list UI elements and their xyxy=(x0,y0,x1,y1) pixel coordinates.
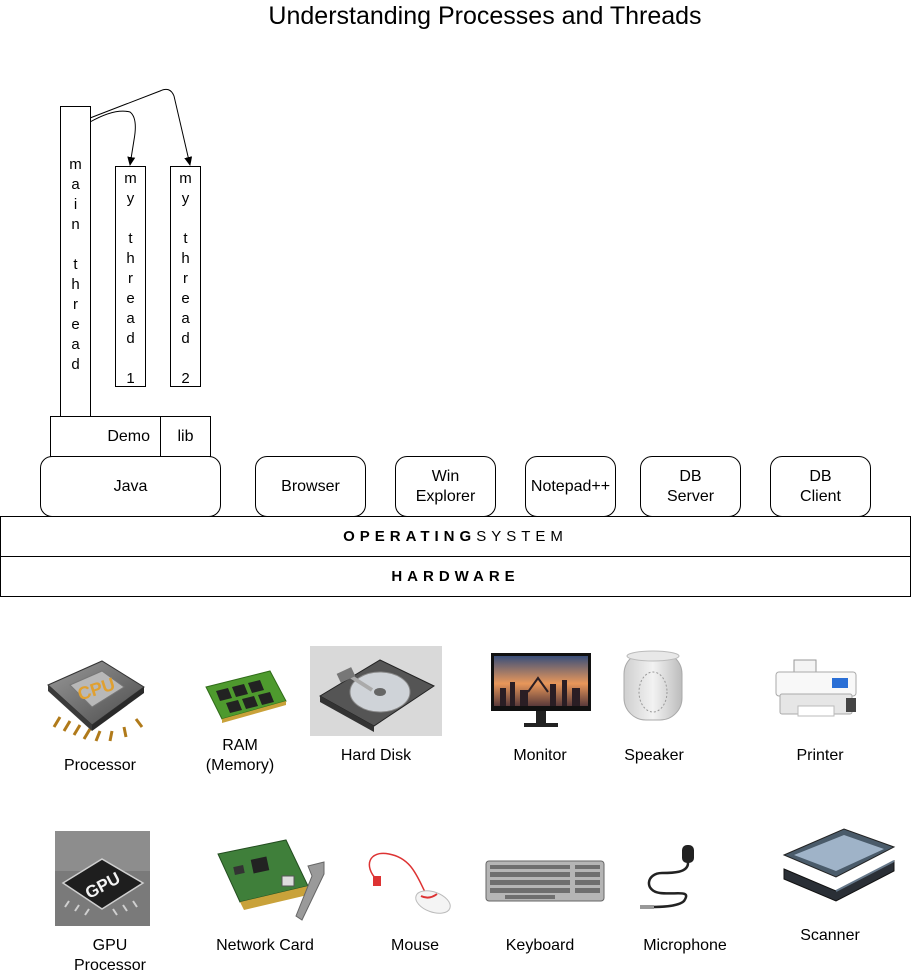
main-thread-box: m a i n t h r e a d xyxy=(60,106,91,418)
label-hard-disk: Hard Disk xyxy=(316,746,436,766)
speaker-icon xyxy=(620,648,686,724)
label-microphone: Microphone xyxy=(625,936,745,956)
label-processor: Processor xyxy=(40,756,160,776)
microphone-icon xyxy=(638,843,708,915)
hardware-layer: HARDWARE xyxy=(0,556,911,597)
label-keyboard: Keyboard xyxy=(480,936,600,956)
app-db-client: DB Client xyxy=(770,456,871,517)
main-thread-label: m a i n t h r e a d xyxy=(69,155,82,417)
hard-disk-icon xyxy=(310,646,442,736)
demo-label: Demo xyxy=(107,428,150,446)
demo-box: Demo xyxy=(50,416,161,457)
my-thread-1-box: m y t h r e a d 1 xyxy=(115,166,146,387)
lib-label: lib xyxy=(177,428,193,446)
network-card-icon xyxy=(212,836,328,922)
ram-module-icon xyxy=(200,665,290,725)
app-browser-label: Browser xyxy=(281,477,340,497)
label-ram: RAM (Memory) xyxy=(180,736,300,776)
label-scanner: Scanner xyxy=(770,926,890,946)
app-java: Java xyxy=(40,456,221,517)
label-network-card: Network Card xyxy=(205,936,325,956)
my-thread-2-label: m y t h r e a d 2 xyxy=(179,169,192,386)
app-java-label: Java xyxy=(114,477,148,497)
label-printer: Printer xyxy=(760,746,880,766)
app-win-explorer-label: Win Explorer xyxy=(416,467,476,507)
lib-box: lib xyxy=(160,416,211,457)
label-speaker: Speaker xyxy=(594,746,714,766)
arrow-to-thread-2 xyxy=(90,89,190,165)
os-label-bold: OPERATING xyxy=(343,528,476,545)
app-db-server: DB Server xyxy=(640,456,741,517)
app-notepad: Notepad++ xyxy=(525,456,616,517)
label-monitor: Monitor xyxy=(480,746,600,766)
app-win-explorer: Win Explorer xyxy=(395,456,496,517)
arrow-to-thread-1 xyxy=(90,111,135,165)
app-browser: Browser xyxy=(255,456,366,517)
scanner-icon xyxy=(780,825,898,903)
label-mouse: Mouse xyxy=(355,936,475,956)
monitor-icon xyxy=(490,652,592,730)
my-thread-1-label: m y t h r e a d 1 xyxy=(124,169,137,386)
mouse-icon xyxy=(355,846,460,916)
app-db-client-label: DB Client xyxy=(800,467,841,507)
cpu-chip-icon: CPU xyxy=(40,655,150,745)
operating-system-layer: OPERATINGSYSTEM xyxy=(0,516,911,557)
os-label-rest: SYSTEM xyxy=(476,528,568,545)
app-db-server-label: DB Server xyxy=(667,467,714,507)
keyboard-icon xyxy=(485,860,605,902)
printer-icon xyxy=(772,658,860,720)
app-notepad-label: Notepad++ xyxy=(531,477,610,497)
my-thread-2-box: m y t h r e a d 2 xyxy=(170,166,201,387)
label-gpu-processor: GPU Processor xyxy=(50,936,170,976)
gpu-chip-icon: GPU xyxy=(55,831,150,926)
hardware-label: HARDWARE xyxy=(391,568,519,585)
